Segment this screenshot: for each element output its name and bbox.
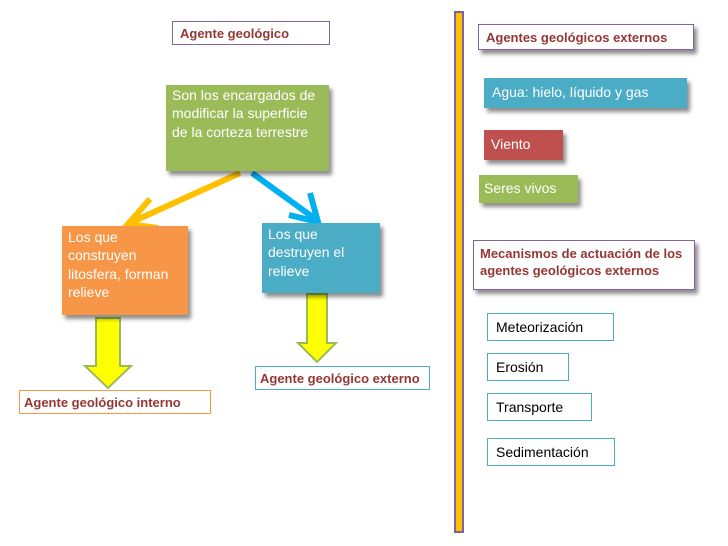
- agent-living-beings: Seres vivos: [479, 175, 578, 203]
- divider-bar: [454, 11, 464, 533]
- title-agente-geologico: Agente geológico: [172, 21, 330, 45]
- mechanisms-title: Mecanismos de actuación de los agentes g…: [473, 240, 695, 290]
- title-external-agents: Agentes geológicos externos: [478, 24, 694, 50]
- mechanism-weathering: Meteorización: [487, 313, 614, 341]
- arrow-to-build: [130, 170, 242, 225]
- agent-wind: Viento: [484, 130, 563, 160]
- block-arrow-external: [295, 293, 339, 364]
- internal-agent-label: Agente geológico interno: [19, 390, 211, 414]
- build-relief-box: Los que construyen litosfera, forman rel…: [62, 226, 188, 315]
- external-agent-label: Agente geológico externo: [255, 366, 430, 390]
- destroy-relief-box: Los que destruyen el relieve: [262, 223, 380, 293]
- arrow-to-destroy-head: [288, 192, 323, 227]
- definition-box: Son los encargados de modificar la super…: [166, 85, 329, 171]
- mechanism-transport: Transporte: [487, 393, 592, 421]
- arrow-to-destroy: [250, 170, 316, 221]
- mechanism-sedimentation: Sedimentación: [487, 438, 615, 466]
- mechanism-erosion: Erosión: [487, 353, 569, 381]
- block-arrow-internal: [82, 317, 134, 390]
- agent-water: Agua: hielo, líquido y gas: [484, 78, 687, 108]
